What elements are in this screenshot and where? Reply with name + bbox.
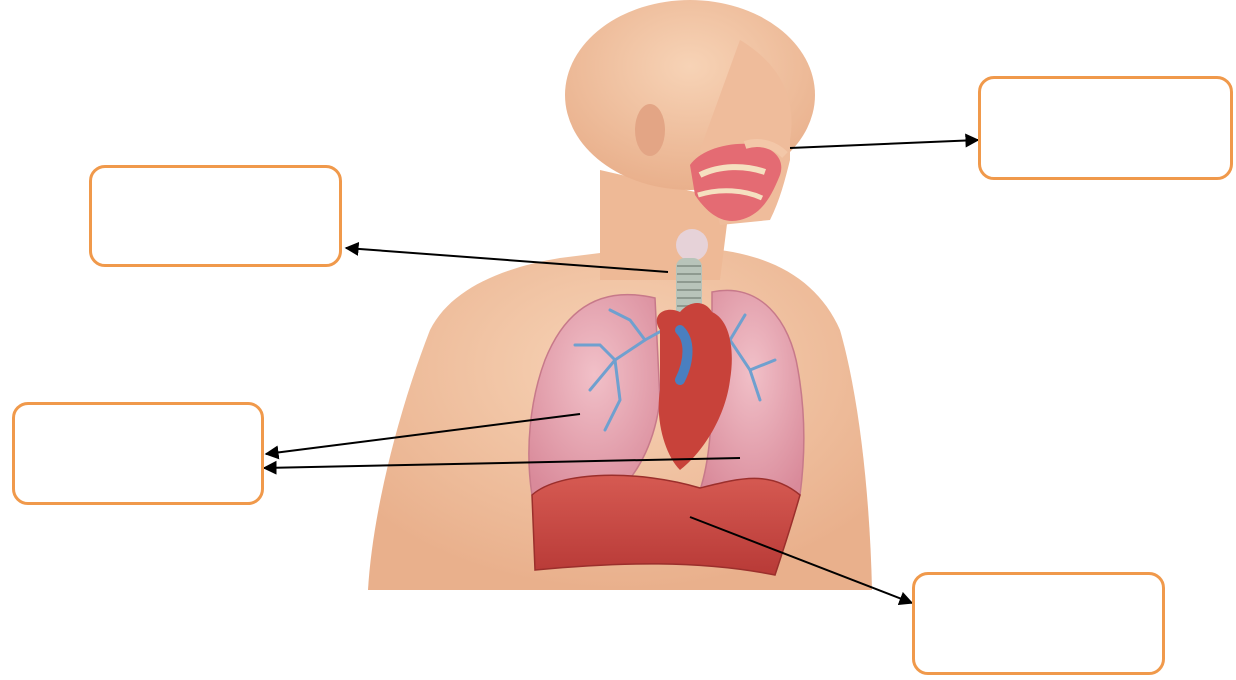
label-box-diaphragm[interactable] <box>912 572 1165 675</box>
diaphragm <box>532 475 800 575</box>
label-box-trachea[interactable] <box>89 165 342 267</box>
label-box-nose[interactable] <box>978 76 1233 180</box>
label-box-lungs[interactable] <box>12 402 264 505</box>
arrow-nose <box>790 140 978 148</box>
ear <box>635 104 665 156</box>
